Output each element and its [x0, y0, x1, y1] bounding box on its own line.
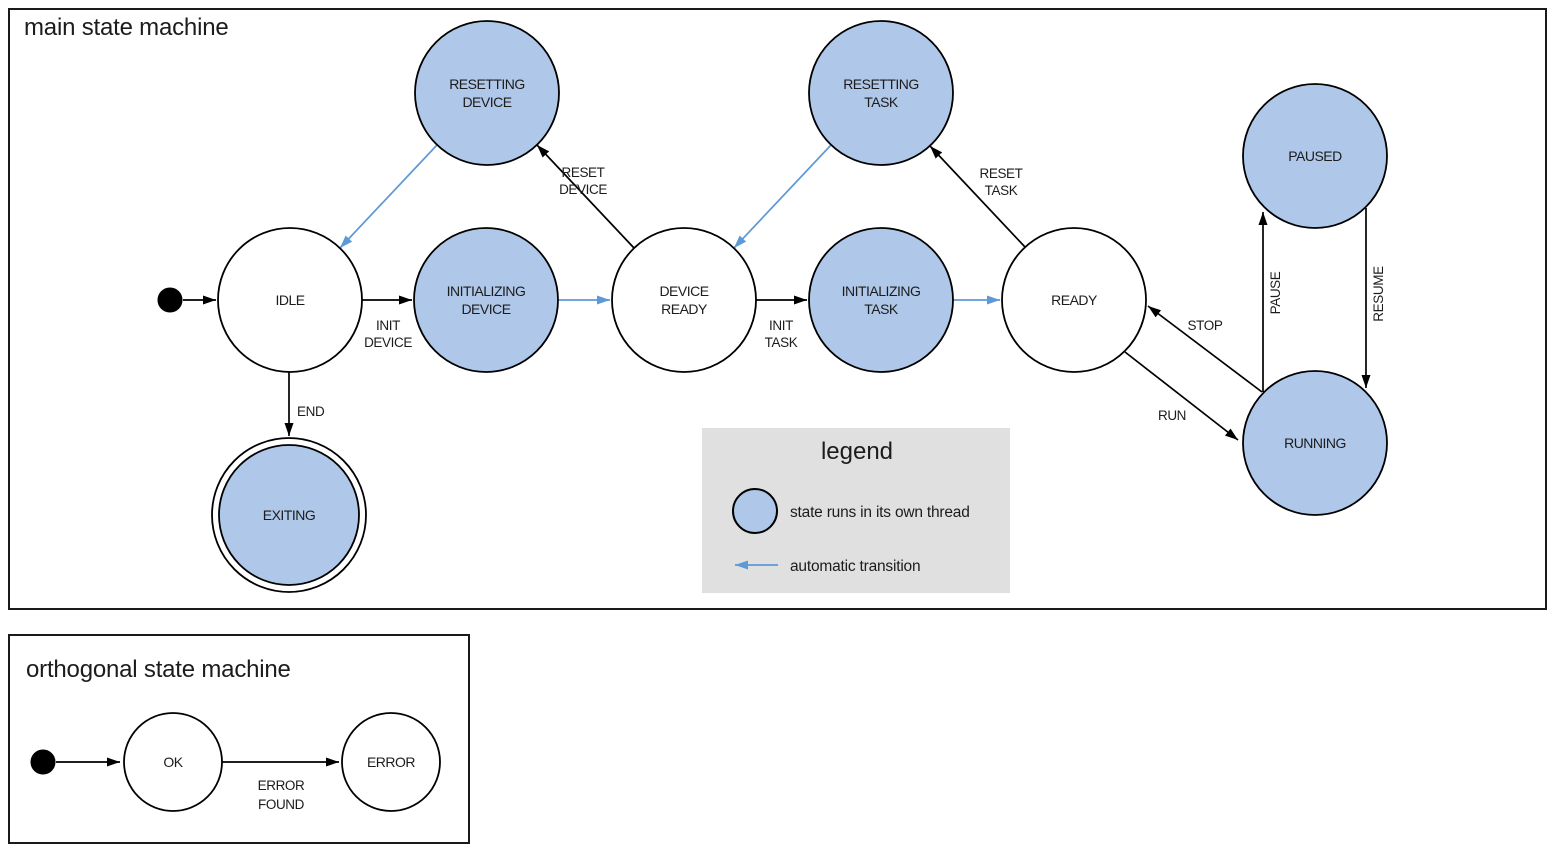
state-resetting-task: RESETTING TASK: [808, 20, 954, 166]
state-paused-circle: [1242, 83, 1388, 229]
edge-label-init-device-line1: INIT: [376, 318, 400, 333]
edge-label-init-task-line2: TASK: [765, 335, 798, 350]
state-device-ready: DEVICE READY: [611, 227, 757, 373]
main-start-dot: [157, 287, 183, 313]
state-resetting-device: RESETTING DEVICE: [414, 20, 560, 166]
edge-auto-resetting-task-to-device-ready: [733, 144, 832, 249]
state-ready-circle: [1001, 227, 1147, 373]
state-idle-label: IDLE: [275, 292, 304, 308]
state-running-label: RUNNING: [1284, 435, 1346, 451]
edge-label-error-found-line2: FOUND: [258, 797, 305, 812]
state-exiting: EXITING: [211, 437, 367, 593]
state-initializing-device-label-line2: DEVICE: [461, 301, 510, 317]
edge-label-reset-task-line1: RESET: [979, 166, 1022, 181]
edge-running-to-ready: [1147, 305, 1263, 393]
edge-ready-to-resetting-task: [929, 145, 1026, 248]
state-resetting-task-label-line1: RESETTING: [843, 76, 919, 92]
state-running: RUNNING: [1242, 370, 1388, 516]
edge-label-end: END: [297, 404, 325, 419]
edge-label-reset-task-line2: TASK: [985, 183, 1018, 198]
state-idle-circle: [217, 227, 363, 373]
legend-threaded-state-icon: [732, 488, 778, 534]
state-ready: READY: [1001, 227, 1147, 373]
state-paused-label: PAUSED: [1288, 148, 1342, 164]
state-resetting-task-circle: [808, 20, 954, 166]
edge-label-init-task-line1: INIT: [769, 318, 793, 333]
state-initializing-device: INITIALIZING DEVICE: [413, 227, 559, 373]
main-machine-frame: [8, 8, 1547, 610]
orthogonal-machine: orthogonal state machine OK ERROR FOUND …: [8, 634, 470, 844]
state-initializing-task: INITIALIZING TASK: [808, 227, 954, 373]
edge-label-reset-device-line1: RESET: [561, 165, 604, 180]
edge-label-init-device-line2: DEVICE: [364, 335, 412, 350]
state-idle: IDLE: [217, 227, 363, 373]
state-initializing-task-label-line1: INITIALIZING: [842, 283, 921, 299]
state-error-label: ERROR: [367, 754, 415, 770]
edge-ready-to-running: [1124, 351, 1239, 441]
edge-label-stop: STOP: [1188, 318, 1223, 333]
state-initializing-task-circle: [808, 227, 954, 373]
orthogonal-start-dot: [30, 749, 56, 775]
edge-label-run: RUN: [1158, 408, 1186, 423]
state-ready-label: READY: [1051, 292, 1098, 308]
orthogonal-machine-title: orthogonal state machine: [26, 656, 291, 683]
legend-title: legend: [821, 438, 893, 465]
edge-label-resume: RESUME: [1371, 266, 1386, 322]
state-resetting-device-circle: [414, 20, 560, 166]
state-device-ready-label-line2: READY: [661, 301, 708, 317]
main-machine-title: main state machine: [24, 14, 229, 41]
edge-label-reset-device-line2: DEVICE: [559, 182, 607, 197]
state-resetting-device-label-line1: RESETTING: [449, 76, 525, 92]
state-ok-label: OK: [163, 754, 183, 770]
edge-label-pause: PAUSE: [1268, 271, 1283, 314]
legend: legend state runs in its own thread auto…: [702, 428, 1010, 593]
edge-device-ready-to-resetting-device: [536, 144, 635, 249]
state-exiting-label: EXITING: [263, 507, 316, 523]
state-device-ready-label-line1: DEVICE: [659, 283, 708, 299]
state-paused: PAUSED: [1242, 83, 1388, 229]
edge-label-error-found-line1: ERROR: [258, 778, 305, 793]
state-exiting-inner-circle: [218, 444, 360, 586]
state-resetting-device-label-line2: DEVICE: [462, 94, 511, 110]
state-initializing-task-label-line2: TASK: [864, 301, 899, 317]
state-initializing-device-circle: [413, 227, 559, 373]
state-resetting-task-label-line2: TASK: [864, 94, 899, 110]
edge-auto-resetting-device-to-idle: [339, 144, 438, 249]
state-initializing-device-label-line1: INITIALIZING: [447, 283, 526, 299]
state-error-circle: [341, 712, 441, 812]
legend-thread-label: state runs in its own thread: [790, 504, 970, 521]
state-running-circle: [1242, 370, 1388, 516]
legend-auto-label: automatic transition: [790, 558, 920, 575]
state-device-ready-circle: [611, 227, 757, 373]
orthogonal-machine-frame: [8, 634, 470, 844]
